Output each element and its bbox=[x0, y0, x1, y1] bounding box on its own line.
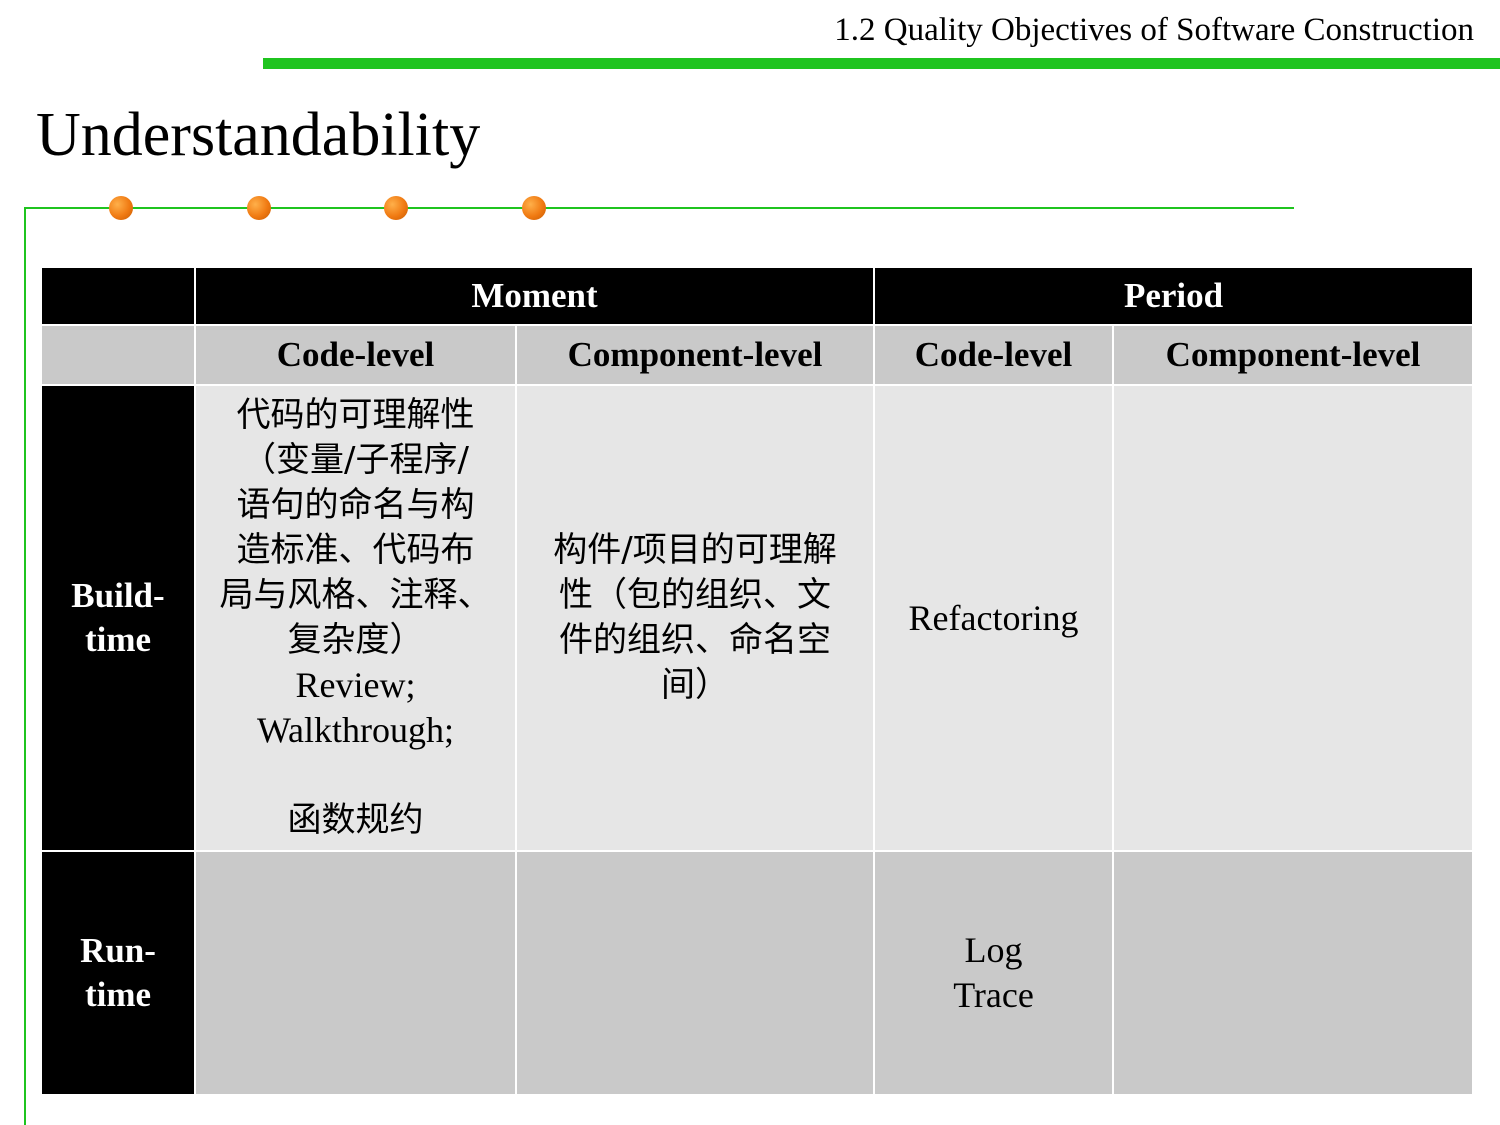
cell-description: 代码的可理解性 （变量/子程序/ 语句的命名与构 造标准、代码布 局与风格、注释… bbox=[219, 395, 492, 660]
cell-build-moment-code: 代码的可理解性 （变量/子程序/ 语句的命名与构 造标准、代码布 局与风格、注释… bbox=[194, 384, 517, 852]
cell-run-period-component bbox=[1112, 850, 1475, 1096]
cell-build-period-code: Refactoring bbox=[873, 384, 1115, 852]
bullet-dot-icon bbox=[384, 196, 408, 220]
cell-description: Refactoring bbox=[908, 597, 1079, 638]
subheader-period-component-level: Component-level bbox=[1112, 324, 1475, 386]
subheader-moment-code-level: Code-level bbox=[194, 324, 517, 386]
subheader-moment-component-level: Component-level bbox=[514, 324, 876, 386]
cell-run-moment-component bbox=[514, 850, 876, 1096]
row-label: Build- time bbox=[71, 576, 165, 659]
row-header-build-time: Build- time bbox=[40, 384, 196, 852]
bullet-dot-icon bbox=[522, 196, 546, 220]
row-header-run-time: Run- time bbox=[40, 850, 196, 1096]
cell-run-moment-code bbox=[194, 850, 517, 1096]
group-header-period: Period bbox=[873, 266, 1475, 326]
group-header-moment: Moment bbox=[193, 266, 876, 326]
subheader-period-code-level: Code-level bbox=[873, 324, 1115, 386]
cell-run-period-code: Log Trace bbox=[873, 850, 1115, 1096]
cell-build-moment-component: 构件/项目的可理解 性（包的组织、文 件的组织、命名空 间） bbox=[514, 384, 876, 852]
title-rule-horizontal bbox=[24, 207, 1294, 209]
title-rule-vertical bbox=[24, 207, 26, 1125]
bullet-dot-icon bbox=[109, 196, 133, 220]
page-title: Understandability bbox=[36, 101, 481, 169]
cell-description: 构件/项目的可理解 性（包的组织、文 件的组织、命名空 间） bbox=[553, 530, 837, 705]
quality-matrix-table: Moment Period Code-level Component-level… bbox=[40, 266, 1475, 1096]
subheader-corner-cell bbox=[40, 324, 196, 386]
row-label: Run- time bbox=[80, 931, 156, 1014]
cell-extra: 函数规约 bbox=[287, 800, 424, 840]
bullet-dot-icon bbox=[247, 196, 271, 220]
cell-build-period-component bbox=[1112, 384, 1475, 852]
section-header-title: 1.2 Quality Objectives of Software Const… bbox=[834, 12, 1474, 48]
header-accent-bar bbox=[263, 58, 1500, 69]
corner-cell bbox=[40, 266, 196, 326]
cell-practices: Review; Walkthrough; bbox=[256, 665, 455, 750]
cell-description: Log Trace bbox=[953, 930, 1034, 1015]
